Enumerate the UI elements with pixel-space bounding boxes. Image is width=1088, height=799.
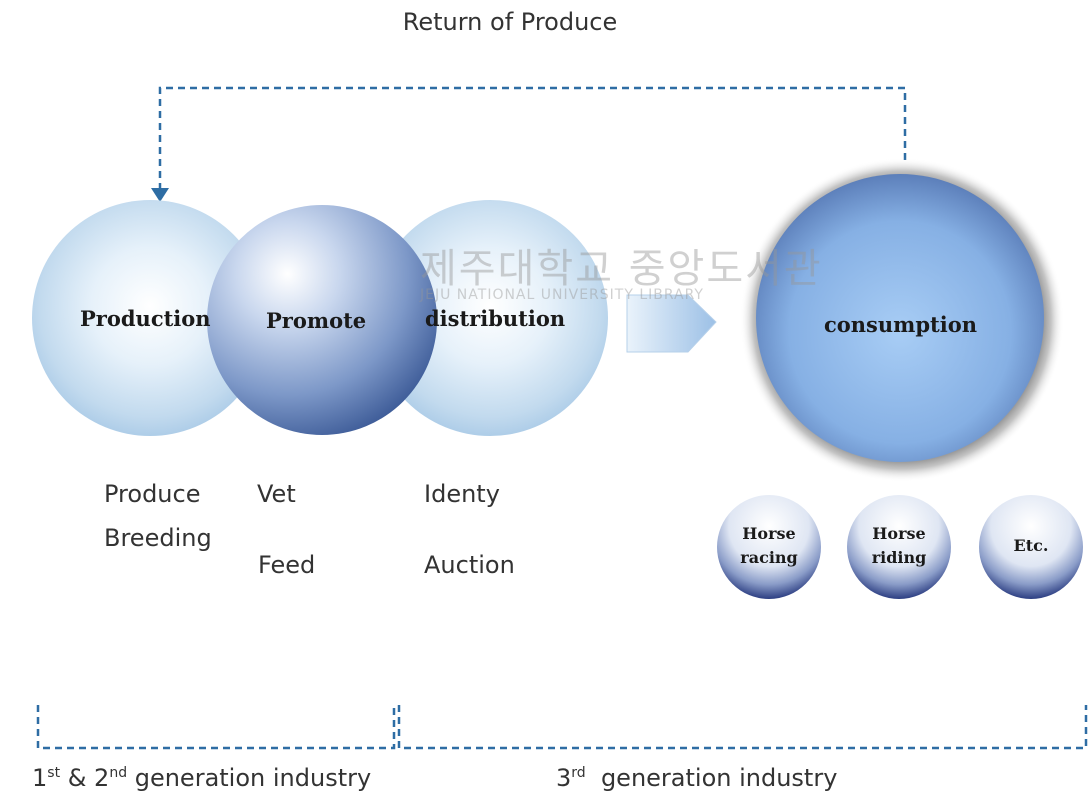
etc-sphere xyxy=(979,495,1083,599)
horse-racing-label: Horse racing xyxy=(740,524,798,567)
promote-sphere xyxy=(207,205,437,435)
consumption-sphere xyxy=(756,174,1044,462)
production-label: Production xyxy=(80,306,211,331)
horse-riding-sphere xyxy=(847,495,951,599)
distribution-label: distribution xyxy=(425,306,566,331)
distribution-sphere xyxy=(372,200,608,436)
third-generation-bracket xyxy=(397,705,1088,750)
horse-racing-sphere xyxy=(717,495,821,599)
watermark-text: 제주대학교 중앙도서관 xyxy=(420,246,823,292)
return-arrowhead xyxy=(151,188,169,202)
flow-arrow xyxy=(626,294,717,353)
identy-label: Identy xyxy=(424,480,500,508)
etc-label: Etc. xyxy=(1013,536,1049,555)
produce-label: Produce xyxy=(104,480,201,508)
first-generation-bracket xyxy=(36,705,396,750)
breeding-label: Breeding xyxy=(104,524,212,552)
first-second-generation-label: 1st & 2nd generation industry xyxy=(32,764,372,792)
promote-label: Promote xyxy=(266,308,367,333)
production-sphere xyxy=(32,200,268,436)
horse-riding-label: Horse riding xyxy=(871,524,927,567)
return-dashed-line xyxy=(158,86,907,192)
watermark-subtext: JEJU NATIONAL UNIVERSITY LIBRARY xyxy=(420,287,704,303)
vet-label: Vet xyxy=(257,480,296,508)
third-generation-label: 3rd generation industry xyxy=(556,764,838,792)
auction-label: Auction xyxy=(424,551,515,579)
return-of-produce-label: Return of Produce xyxy=(402,8,618,36)
feed-label: Feed xyxy=(258,551,316,579)
consumption-label: consumption xyxy=(824,312,978,337)
